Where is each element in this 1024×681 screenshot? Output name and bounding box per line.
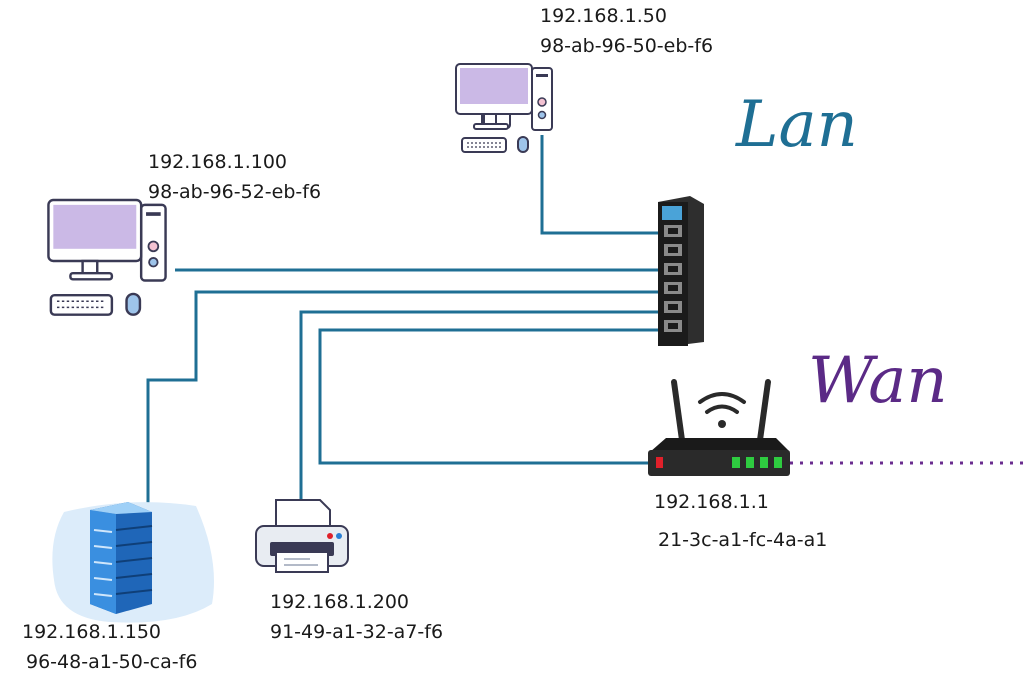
cable-printer [299,310,668,500]
lan-title: Lan [735,88,858,162]
wifi-router-icon [648,379,790,476]
top-pc-ip-label: 192.168.1.50 [540,5,667,27]
left-pc-ip-label: 192.168.1.100 [148,151,287,173]
server-rack-icon [52,502,215,623]
server-mac-label: 96-48-a1-50-ca-f6 [26,651,197,673]
cable-top-pc [540,135,668,235]
cable-router [318,328,668,465]
printer-icon [255,499,349,573]
printer-mac-label: 91-49-a1-32-a7-f6 [270,621,443,643]
server-ip-label: 192.168.1.150 [22,621,161,643]
desktop-computer-icon [455,63,553,153]
desktop-computer-icon [47,198,167,316]
cables [146,135,668,520]
top-pc-mac-label: 98-ab-96-50-eb-f6 [540,35,713,57]
printer-ip-label: 192.168.1.200 [270,591,409,613]
wan-title: Wan [808,344,948,418]
left-pc-mac-label: 98-ab-96-52-eb-f6 [148,181,321,203]
router-ip-label: 192.168.1.1 [654,491,769,513]
cable-server [146,290,668,520]
network-switch-icon [658,196,704,346]
router-mac-label: 21-3c-a1-fc-4a-a1 [658,529,827,551]
